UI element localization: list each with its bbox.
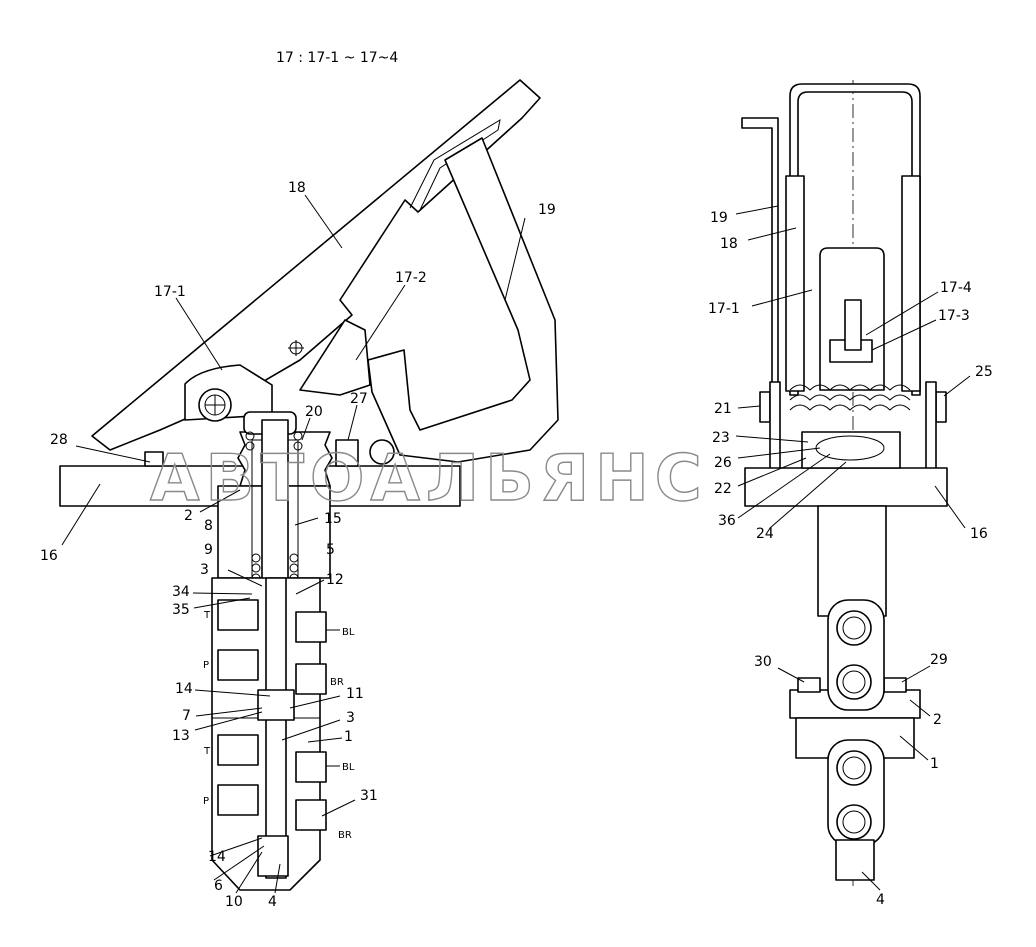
watermark: АВТОАЛЬЯНС — [150, 442, 708, 516]
label-27: 27 — [350, 391, 368, 407]
right-ports — [836, 610, 872, 840]
label-8: 8 — [204, 518, 213, 534]
stem — [844, 299, 862, 351]
label-4-right: 4 — [876, 892, 885, 908]
label-17-1: 17-1 — [154, 284, 186, 300]
pin-25 — [935, 391, 947, 423]
bolt-29 — [883, 677, 907, 693]
label-6: 6 — [214, 878, 223, 894]
label-16-right: 16 — [970, 526, 988, 542]
port-br-upper: BR — [330, 677, 344, 688]
label-1-right: 1 — [930, 756, 939, 772]
label-17-1-right: 17-1 — [708, 301, 740, 317]
port-p-upper: P — [203, 660, 209, 671]
label-15: 15 — [324, 511, 342, 527]
bracket — [367, 137, 559, 463]
label-2: 2 — [184, 508, 193, 524]
label-25: 25 — [975, 364, 993, 380]
label-9: 9 — [204, 542, 213, 558]
port-bl-upper: BL — [342, 627, 355, 638]
label-31: 31 — [360, 788, 378, 804]
cam — [299, 319, 371, 396]
label-20: 20 — [305, 404, 323, 420]
right-leaders — [735, 205, 971, 891]
port-p-lower: P — [203, 796, 209, 807]
label-17-2: 17-2 — [395, 270, 427, 286]
label-29: 29 — [930, 652, 948, 668]
label-14-lower: 14 — [208, 849, 226, 865]
label-24: 24 — [756, 526, 774, 542]
label-7: 7 — [182, 708, 191, 724]
label-18: 18 — [288, 180, 306, 196]
label-17-3: 17-3 — [938, 308, 970, 324]
port-bl-lower: BL — [342, 762, 355, 773]
spool-land-lower — [257, 835, 289, 877]
label-3-lower: 3 — [346, 710, 355, 726]
stud-28 — [144, 451, 164, 467]
label-19: 19 — [538, 202, 556, 218]
label-11: 11 — [346, 686, 364, 702]
label-35: 35 — [172, 602, 190, 618]
label-4-left: 4 — [268, 894, 277, 910]
label-1: 1 — [344, 729, 353, 745]
label-28: 28 — [50, 432, 68, 448]
spool-land-upper — [257, 689, 295, 721]
label-3-upper: 3 — [200, 562, 209, 578]
label-5: 5 — [326, 542, 335, 558]
label-23: 23 — [712, 430, 730, 446]
left-leaders — [61, 194, 526, 894]
label-19-right: 19 — [710, 210, 728, 226]
label-14-upper: 14 — [175, 681, 193, 697]
left-view: T P BL BR T P BL BR — [40, 79, 559, 910]
label-21: 21 — [714, 401, 732, 417]
roller — [369, 439, 395, 465]
port-t-lower: T — [203, 746, 211, 757]
label-26: 26 — [714, 455, 732, 471]
label-17-4: 17-4 — [940, 280, 972, 296]
torsion-spring — [789, 384, 911, 411]
port-t-upper: T — [203, 610, 211, 621]
pin-21 — [759, 391, 771, 423]
spool-end — [835, 839, 875, 881]
diagram-title: 17 : 17-1 ~ 17~4 — [276, 50, 398, 66]
stud-27 — [335, 439, 359, 467]
label-34: 34 — [172, 584, 190, 600]
side-rod — [741, 117, 779, 421]
valve-ports — [217, 599, 327, 831]
pedal-frame — [789, 83, 921, 396]
pedal — [91, 79, 541, 451]
label-12: 12 — [326, 572, 344, 588]
label-30: 30 — [754, 654, 772, 670]
label-2-right: 2 — [933, 712, 942, 728]
frame-left-pad — [785, 175, 805, 392]
label-36: 36 — [718, 513, 736, 529]
label-13: 13 — [172, 728, 190, 744]
spool — [265, 577, 287, 879]
label-10: 10 — [225, 894, 243, 910]
right-ear — [925, 381, 937, 471]
base-plate-right — [744, 467, 948, 507]
label-18-right: 18 — [720, 236, 738, 252]
frame-right-pad — [901, 175, 921, 392]
left-ear — [769, 381, 781, 471]
port-br-lower: BR — [338, 830, 352, 841]
label-22: 22 — [714, 481, 732, 497]
right-view: 19 18 17-1 17-4 17-3 25 21 23 26 22 36 2… — [708, 80, 993, 908]
label-16: 16 — [40, 548, 58, 564]
